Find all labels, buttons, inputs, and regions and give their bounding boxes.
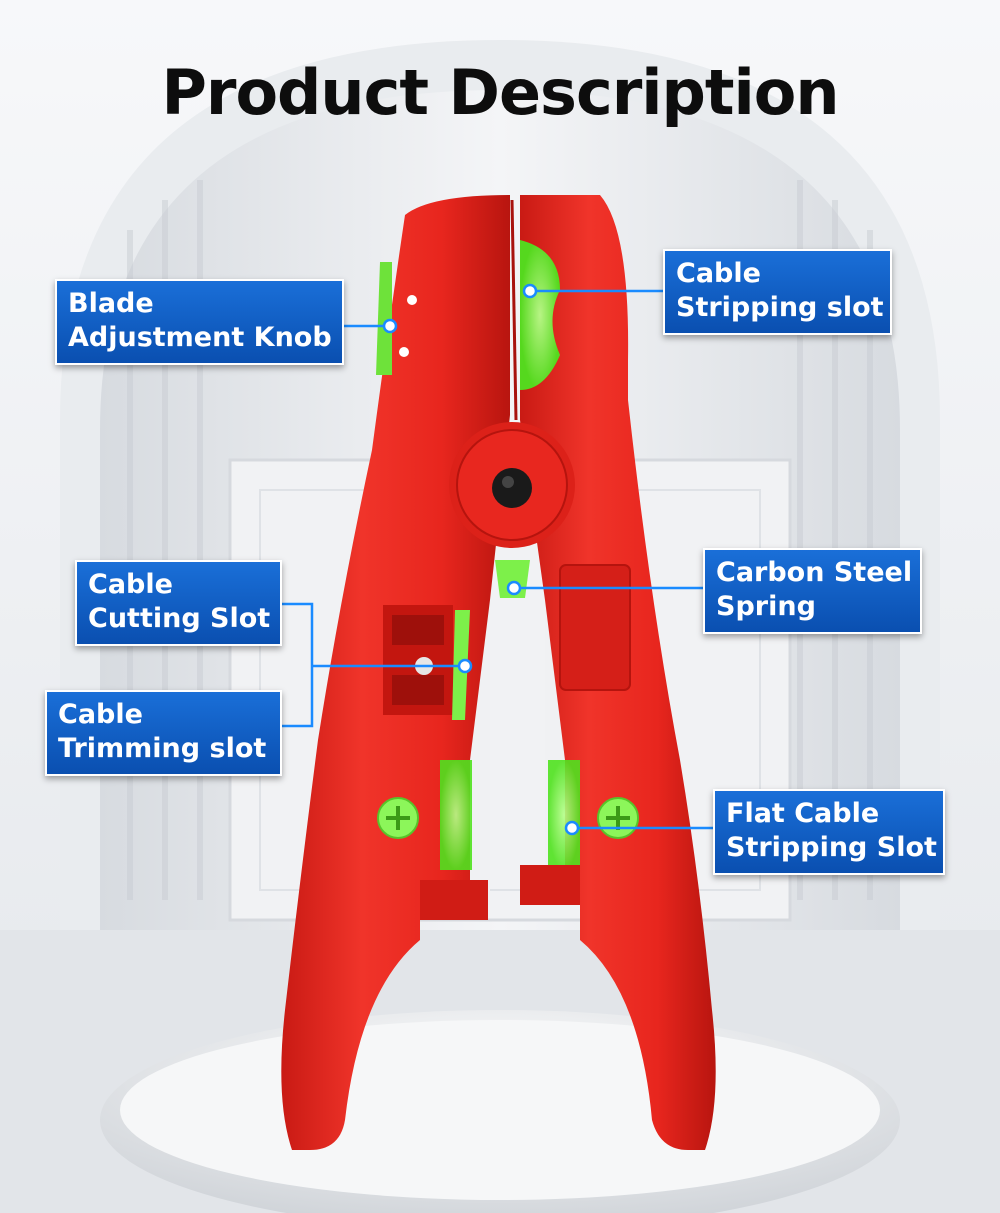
callout-line-1: Carbon Steel [716,557,913,588]
page-title: Product Description [161,56,839,129]
leader-lines [282,289,714,830]
callout-line-2: Spring [716,591,816,622]
callout-line-1: Blade [68,288,154,319]
callout-line-1: Flat Cable [726,798,880,829]
callout-line-2: Stripping Slot [726,832,937,863]
callout-line-2: Cutting Slot [88,603,271,634]
callout-cable-cutting-slot: Cable Cutting Slot [75,560,282,646]
callout-carbon-steel-spring: Carbon Steel Spring [703,548,922,634]
callout-cable-stripping-slot: Cable Stripping slot [663,249,892,335]
callout-line-1: Cable [676,258,761,289]
callout-line-1: Cable [88,569,173,600]
callout-line-2: Adjustment Knob [68,322,332,353]
callout-line-1: Cable [58,699,143,730]
wire-stripper-tool [281,195,716,1150]
callout-blade-adjustment-knob: Blade Adjustment Knob [55,279,344,365]
callout-line-2: Stripping slot [676,292,884,323]
leader-dots [382,283,580,836]
callout-flat-cable-stripping-slot: Flat Cable Stripping Slot [713,789,945,875]
callout-cable-trimming-slot: Cable Trimming slot [45,690,282,776]
callout-line-2: Trimming slot [58,733,267,764]
